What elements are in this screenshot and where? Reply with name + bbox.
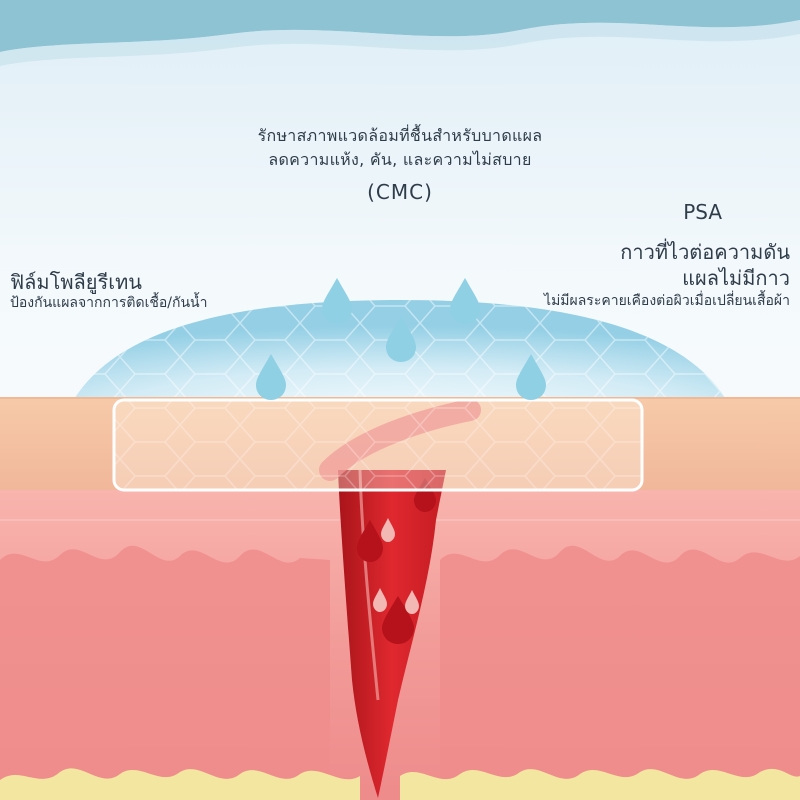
water-droplet: [386, 316, 416, 362]
wound-highlight: [358, 469, 380, 701]
moisture-droplets: [256, 278, 546, 400]
blood-drop: [357, 520, 383, 562]
psa-description-line3: ไม่มีผลระคายเคืองต่อผิวเมื่อเปลี่ยนเสื้อ…: [544, 293, 790, 309]
top-wave-band: [0, 0, 800, 52]
tissue-wave-right: [440, 545, 800, 800]
top-wave-highlight: [0, 20, 800, 66]
blood-drop: [405, 590, 419, 614]
water-droplet: [516, 354, 546, 400]
blood-drop: [381, 518, 395, 542]
water-droplet: [256, 354, 286, 400]
blood-drop: [414, 478, 436, 512]
cmc-label: (CMC): [367, 180, 433, 204]
cmc-description-line2: ลดความแห้ง, คัน, และความไม่สบาย: [268, 150, 532, 169]
water-droplet: [450, 278, 480, 324]
psa-description-line1: กาวที่ไวต่อความดัน: [620, 240, 790, 264]
polyurethane-film-title: ฟิล์มโพลียูรีเทน: [10, 270, 142, 294]
blood-drops: [357, 478, 436, 644]
tissue-wave-left: [0, 545, 330, 800]
blood-drop: [373, 588, 387, 612]
blood-drop: [382, 596, 414, 644]
water-droplet: [322, 278, 352, 324]
fat-layer-right: [400, 768, 800, 800]
fat-layer-left: [0, 768, 360, 800]
polyurethane-film-description: ป้องกันแผลจากการติดเชื้อ/กันน้ำ: [10, 295, 208, 311]
cmc-description-line1: รักษาสภาพแวดล้อมที่ชื้นสำหรับบาดแผล: [257, 126, 543, 145]
dressing-texture: [114, 400, 642, 490]
psa-label: PSA: [683, 200, 722, 224]
psa-description-line2: แผลไม่มีกาว: [682, 266, 790, 290]
